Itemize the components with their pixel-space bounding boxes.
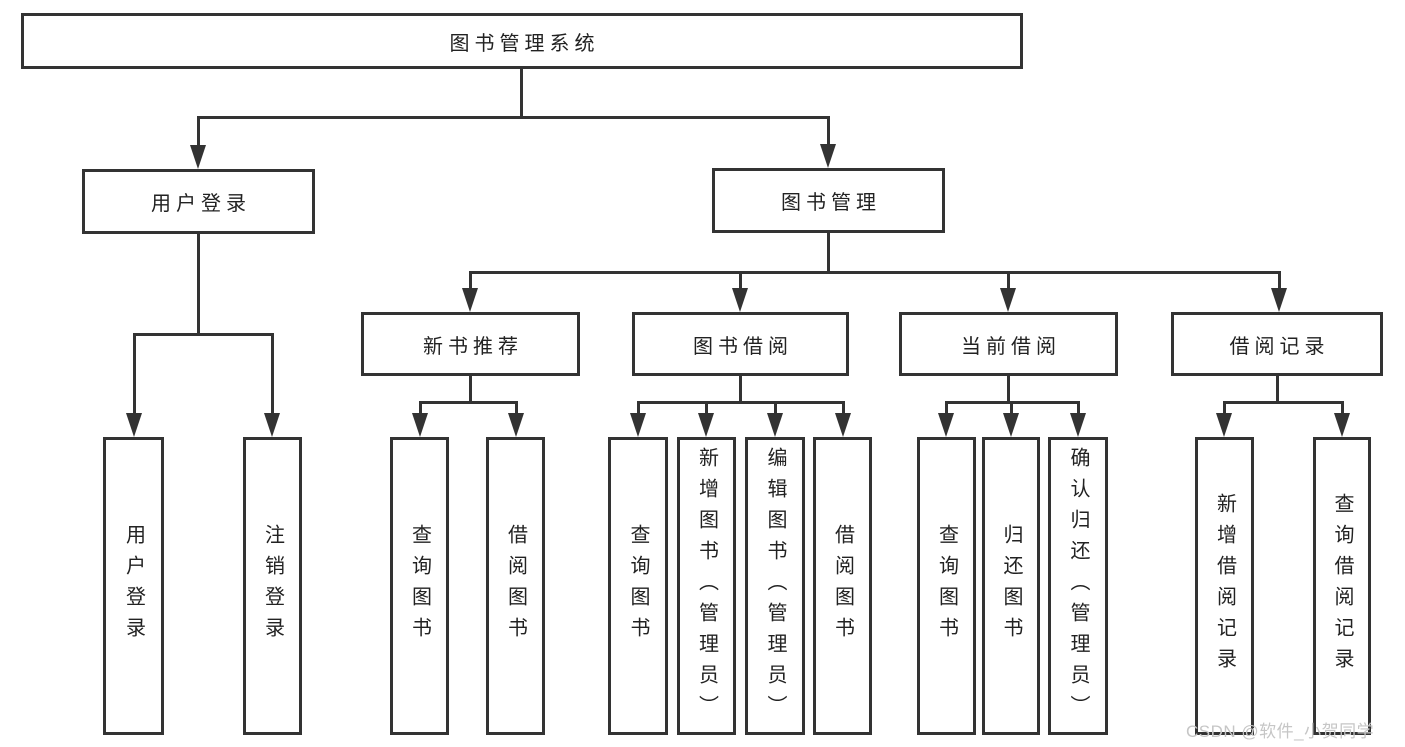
edge-to-cbquery-stem (945, 401, 948, 415)
edge-to-brquery-stem (1341, 401, 1344, 415)
edge-to-bbborrow-stem (842, 401, 845, 415)
arrowhead-to-currentborrow (1000, 288, 1016, 312)
arrowhead-to-bbadd (698, 413, 714, 437)
arrowhead-to-book-management (820, 144, 836, 168)
leaf-current-return-label: 归还图书 (1000, 524, 1022, 648)
leaf-current-query: 查询图书 (917, 437, 976, 735)
edge-to-bookborrow-stem (739, 271, 742, 290)
leaf-newbook-query-label: 查询图书 (408, 524, 431, 648)
node-user-login: 用户登录 (82, 169, 315, 234)
edge-borrowrecord-stem (1276, 376, 1279, 404)
edge-to-bbadd-stem (705, 401, 708, 415)
node-user-login-label: 用户登录 (151, 193, 251, 215)
leaf-newbook-borrow: 借阅图书 (486, 437, 545, 735)
arrowhead-to-cbconfirm (1070, 413, 1086, 437)
edge-to-nbborrow-stem (515, 401, 518, 415)
edge-bookborrow-stem (739, 376, 742, 404)
node-book-management: 图书管理 (712, 168, 945, 233)
leaf-borrow-edit-label: 编辑图书（管理员） (764, 446, 786, 726)
edge-root-split (197, 116, 830, 119)
edge-currentborrow-stem (1007, 376, 1010, 404)
leaf-borrow-borrow: 借阅图书 (813, 437, 872, 735)
leaf-borrow-add-label: 新增图书（管理员） (695, 446, 718, 726)
edge-to-book-management-stem (827, 116, 830, 146)
node-book-borrow-label: 图书借阅 (693, 335, 793, 358)
leaf-newbook-borrow-label: 借阅图书 (504, 524, 527, 648)
node-book-borrow: 图书借阅 (632, 312, 849, 376)
leaf-current-query-label: 查询图书 (935, 524, 958, 648)
arrowhead-to-bbborrow (835, 413, 851, 437)
edge-borrowrecord-split (1223, 401, 1344, 404)
leaf-current-confirm-label: 确认归还（管理员） (1067, 446, 1089, 726)
edge-to-newbook-stem (469, 271, 472, 290)
node-new-book-recommend: 新书推荐 (361, 312, 580, 376)
leaf-record-add-label: 新增借阅记录 (1213, 493, 1236, 679)
node-borrow-record-label: 借阅记录 (1229, 335, 1330, 358)
edge-to-borrowrecord-stem (1278, 271, 1281, 290)
arrowhead-to-bbedit (767, 413, 783, 437)
edge-root-stem (520, 68, 523, 118)
arrowhead-to-nbborrow (508, 413, 524, 437)
arrowhead-to-newbook (462, 288, 478, 312)
arrowhead-to-cbquery (938, 413, 954, 437)
leaf-newbook-query: 查询图书 (390, 437, 449, 735)
arrowhead-to-user-login (190, 145, 206, 169)
leaf-borrow-query: 查询图书 (608, 437, 668, 735)
arrowhead-to-leaf-userlogin (126, 413, 142, 437)
node-current-borrow-label: 当前借阅 (961, 335, 1061, 358)
leaf-borrow-borrow-label: 借阅图书 (831, 524, 854, 648)
edge-userlogin-stem (197, 233, 200, 335)
edge-to-leaf-logout-stem (271, 333, 274, 415)
node-borrow-record: 借阅记录 (1171, 312, 1383, 376)
leaf-user-login: 用户登录 (103, 437, 164, 735)
edge-userlogin-split (133, 333, 274, 336)
edge-to-bbquery-stem (637, 401, 640, 415)
edge-bookmgmt-split (469, 271, 1281, 274)
node-current-borrow: 当前借阅 (899, 312, 1118, 376)
node-root-label: 图书管理系统 (449, 32, 600, 55)
arrowhead-to-cbreturn (1003, 413, 1019, 437)
leaf-current-return: 归还图书 (982, 437, 1040, 735)
edge-newbook-split (419, 401, 518, 404)
edge-bookborrow-split (637, 401, 845, 404)
edge-to-leaf-userlogin-stem (133, 333, 136, 415)
leaf-record-query: 查询借阅记录 (1313, 437, 1371, 735)
leaf-borrow-edit: 编辑图书（管理员） (745, 437, 805, 735)
arrowhead-to-leaf-logout (264, 413, 280, 437)
node-book-management-label: 图书管理 (781, 192, 881, 214)
edge-to-bbedit-stem (774, 401, 777, 415)
leaf-record-add: 新增借阅记录 (1195, 437, 1254, 735)
edge-newbook-stem (469, 376, 472, 404)
arrowhead-to-nbquery (412, 413, 428, 437)
leaf-borrow-add: 新增图书（管理员） (677, 437, 736, 735)
edge-to-bradd-stem (1223, 401, 1226, 415)
arrowhead-to-borrowrecord (1271, 288, 1287, 312)
edge-to-currentborrow-stem (1007, 271, 1010, 290)
leaf-user-login-label: 用户登录 (122, 524, 145, 648)
node-new-book-recommend-label: 新书推荐 (423, 335, 523, 358)
leaf-logout-label: 注销登录 (261, 524, 284, 648)
arrowhead-to-bbquery (630, 413, 646, 437)
csdn-watermark: CSDN @软件_小贺同学 (1186, 722, 1375, 741)
edge-to-user-login-stem (197, 116, 200, 147)
arrowhead-to-bradd (1216, 413, 1232, 437)
edge-to-cbreturn-stem (1010, 401, 1013, 415)
leaf-borrow-query-label: 查询图书 (627, 524, 649, 648)
edge-to-cbconfirm-stem (1077, 401, 1080, 415)
edge-bookmgmt-stem (827, 232, 830, 274)
arrowhead-to-bookborrow (732, 288, 748, 312)
leaf-record-query-label: 查询借阅记录 (1331, 493, 1353, 679)
leaf-current-confirm: 确认归还（管理员） (1048, 437, 1108, 735)
node-root: 图书管理系统 (21, 13, 1023, 69)
leaf-logout: 注销登录 (243, 437, 302, 735)
edge-to-nbquery-stem (419, 401, 422, 415)
arrowhead-to-brquery (1334, 413, 1350, 437)
